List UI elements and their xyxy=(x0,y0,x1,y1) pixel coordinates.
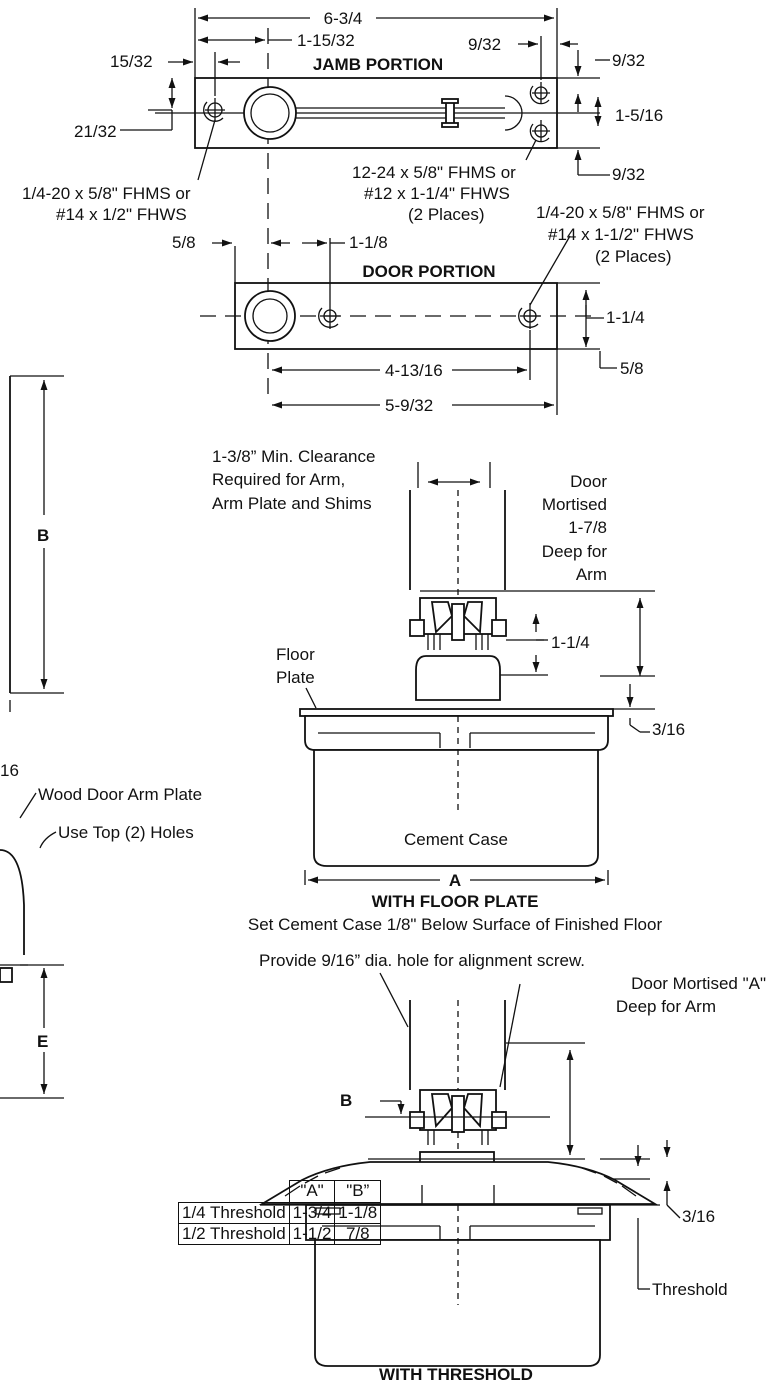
side-dim-e: E xyxy=(37,1032,48,1051)
fp-floor-plate-line2: Plate xyxy=(276,668,315,687)
jamb-dim-top: 9/32 xyxy=(612,51,645,70)
door-dim-height: 1-1/4 xyxy=(606,308,645,327)
door-screw-line3: (2 Places) xyxy=(595,247,672,266)
side-view-fragment: B 16 Wood Door Arm Plate Use Top (2) Hol… xyxy=(0,375,202,1099)
jamb-screw-hole-bottom-right xyxy=(529,120,550,143)
side-arm-plate-curve xyxy=(0,849,25,955)
door-screw-hole-left xyxy=(318,303,340,329)
side-top-holes-label: Use Top (2) Holes xyxy=(58,823,194,842)
jamb-screw-left-line2: #14 x 1/2" FHWS xyxy=(56,205,187,224)
fp-dim-arm: 1-1/4 xyxy=(551,633,590,652)
jamb-portion: 6-3/4 1-15/32 9/32 15/32 21/32 9/32 1-5/… xyxy=(22,8,663,400)
table-header-b: "B” xyxy=(334,1180,382,1203)
jamb-dim-overall: 6-3/4 xyxy=(324,9,363,28)
table-cell: 7/8 xyxy=(334,1222,382,1245)
jamb-pivot-outer xyxy=(243,86,297,140)
th-mortise-line2: Deep for Arm xyxy=(616,997,716,1016)
door-pivot-inner xyxy=(252,298,288,334)
side-arm-plate-label: Wood Door Arm Plate xyxy=(38,785,202,804)
table-header-a: "A" xyxy=(288,1180,336,1203)
fp-dim-a: A xyxy=(449,871,461,890)
fp-mortise-line1: Door xyxy=(570,472,607,491)
jamb-screw-right-line2: #12 x 1-1/4" FHWS xyxy=(364,184,510,203)
threshold-view: 3/16 Provide 9/16” dia. hole for alignme… xyxy=(258,951,766,1384)
fp-floor-plate-line1: Floor xyxy=(276,645,315,664)
door-pivot-outer xyxy=(244,290,296,342)
jamb-dim-right-in: 9/32 xyxy=(468,35,501,54)
table-cell: 1-1/2 xyxy=(288,1222,336,1245)
jamb-slot-end xyxy=(504,95,523,131)
threshold-table: "A" "B” 1/4 Threshold 1-3/4 1-1/8 1/2 Th… xyxy=(178,1180,382,1245)
door-title: DOOR PORTION xyxy=(362,262,495,281)
jamb-slot xyxy=(296,107,505,119)
jamb-title: JAMB PORTION xyxy=(313,55,443,74)
th-title: WITH THRESHOLD xyxy=(379,1365,533,1384)
fp-mortise-line2: Mortised xyxy=(542,495,607,514)
jamb-dim-bottom: 9/32 xyxy=(612,165,645,184)
table-cell: 1-1/8 xyxy=(334,1201,382,1224)
table-header-blank xyxy=(179,1181,290,1203)
jamb-pivot-inner xyxy=(250,93,290,133)
jamb-dim-left-v: 21/32 xyxy=(74,122,117,141)
door-screw-line1: 1/4-20 x 5/8" FHMS or xyxy=(536,203,705,222)
fp-mortise-line4: Deep for xyxy=(542,542,608,561)
jamb-screw-right-line1: 12-24 x 5/8" FHMS or xyxy=(352,163,516,182)
jamb-screw-hole-top-right xyxy=(529,82,550,105)
door-screw-hole-right xyxy=(518,303,540,329)
fp-clearance-line2: Required for Arm, xyxy=(212,470,345,489)
door-dim-left: 5/8 xyxy=(172,233,196,252)
jamb-dim-left-in: 15/32 xyxy=(110,52,153,71)
door-dim-overall: 5-9/32 xyxy=(385,396,433,415)
jamb-screw-left-line1: 1/4-20 x 5/8" FHMS or xyxy=(22,184,191,203)
table-row: 1/2 Threshold 1-1/2 7/8 xyxy=(178,1222,382,1245)
table-cell: 1/2 Threshold xyxy=(178,1222,290,1245)
fp-dim-plate: 3/16 xyxy=(652,720,685,739)
jamb-screw-hole-left xyxy=(203,98,225,122)
table-cell: 1/4 Threshold xyxy=(178,1201,290,1224)
jamb-dim-center: 1-15/32 xyxy=(297,31,355,50)
floor-closer-arm xyxy=(409,597,507,701)
door-dim-offset: 1-1/8 xyxy=(349,233,388,252)
th-mortise-line1: Door Mortised "A" xyxy=(631,974,766,993)
door-dim-holes: 4-13/16 xyxy=(385,361,443,380)
door-screw-line2: #14 x 1-1/2" FHWS xyxy=(548,225,694,244)
jamb-adjust-screw xyxy=(441,98,459,128)
fp-mortise-line3: 1-7/8 xyxy=(568,518,607,537)
side-fragment-16: 16 xyxy=(0,761,19,780)
table-cell: 1-3/4 xyxy=(288,1201,336,1224)
th-note-hole: Provide 9/16” dia. hole for alignment sc… xyxy=(259,951,585,970)
th-threshold-label: Threshold xyxy=(652,1280,728,1299)
table-row: 1/4 Threshold 1-3/4 1-1/8 xyxy=(178,1201,382,1224)
th-dim-b: B xyxy=(340,1091,352,1110)
side-dim-b: B xyxy=(37,526,49,545)
fp-clearance-line3: Arm Plate and Shims xyxy=(212,494,372,513)
jamb-dim-height: 1-5/16 xyxy=(615,106,663,125)
fp-clearance-line1: 1-3/8” Min. Clearance xyxy=(212,447,375,466)
fp-title: WITH FLOOR PLATE xyxy=(372,892,539,911)
floor-plate xyxy=(299,708,614,717)
threshold-case-body xyxy=(314,1239,601,1367)
threshold-closer-arm xyxy=(409,1089,507,1173)
jamb-screw-right-line3: (2 Places) xyxy=(408,205,485,224)
th-dim-plate: 3/16 xyxy=(682,1207,715,1226)
floor-plate-view: 1-1/4 3/16 1-3/8” Min. Clearance Require… xyxy=(212,447,685,934)
fp-note: Set Cement Case 1/8" Below Surface of Fi… xyxy=(248,915,663,934)
cement-case-body xyxy=(313,749,599,867)
fp-mortise-line5: Arm xyxy=(576,565,607,584)
door-dim-bottom: 5/8 xyxy=(620,359,644,378)
door-portion: 5/8 1-1/8 4-13/16 5-9/32 1-1/4 5/8 DOOR … xyxy=(172,203,705,415)
fp-case-label: Cement Case xyxy=(404,830,508,849)
